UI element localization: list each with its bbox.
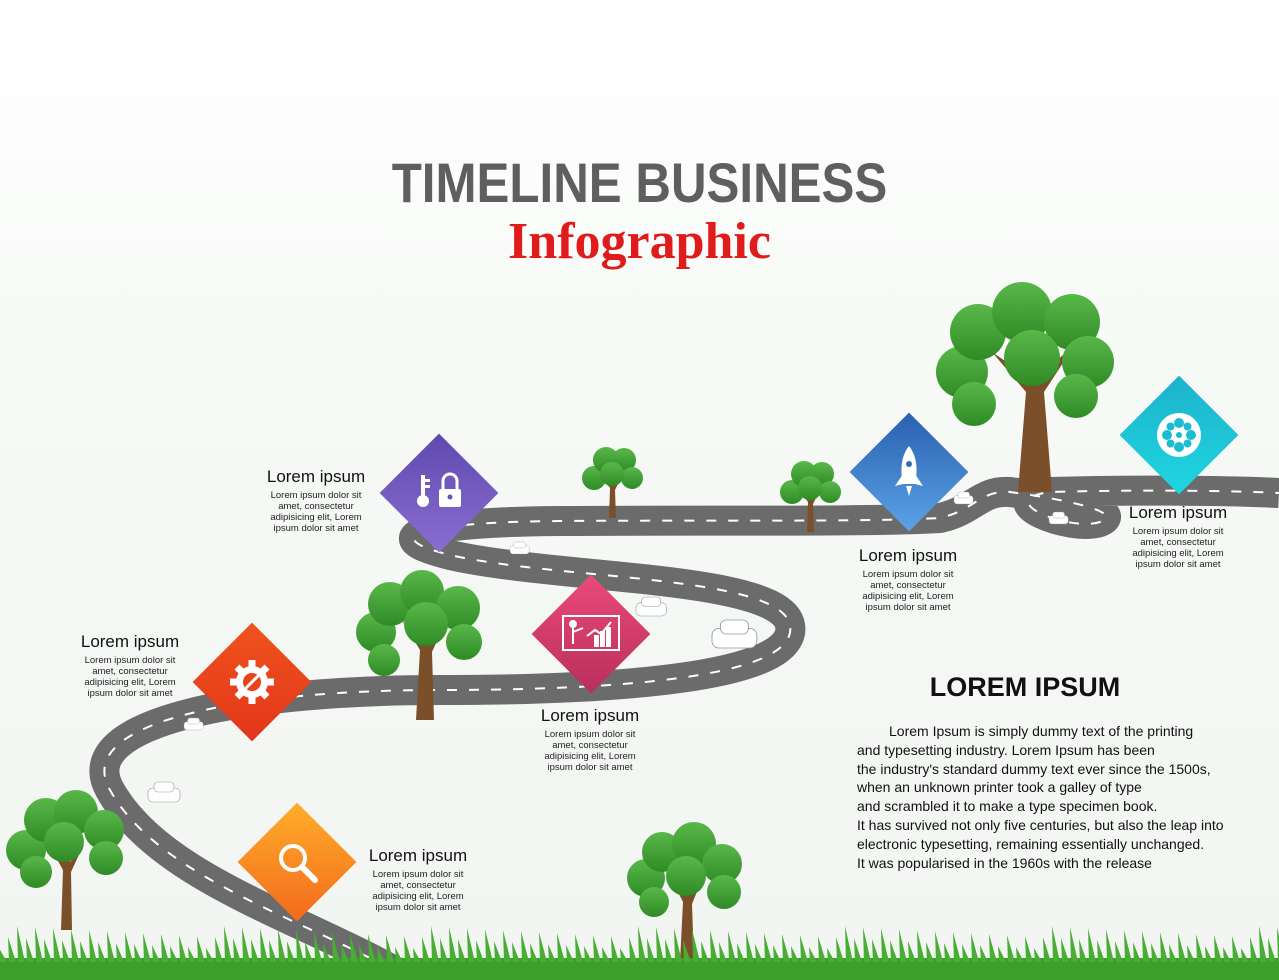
step-title: Lorem ipsum xyxy=(368,846,468,865)
car-icon xyxy=(635,596,667,617)
step-label-2: Lorem ipsum Lorem ipsum dolor sit amet, … xyxy=(35,632,225,699)
presentation-chart-icon xyxy=(562,615,620,651)
section-paragraph: Lorem Ipsum is simply dummy text of the … xyxy=(857,722,1257,872)
step-title: Lorem ipsum xyxy=(80,632,180,651)
tree-icon xyxy=(582,447,643,518)
step-description: Lorem ipsum dolor sit amet, consectetur … xyxy=(1132,526,1224,570)
page-title: TIMELINE BUSINESS xyxy=(391,151,888,214)
tree-icon xyxy=(627,822,742,962)
magnifier-icon xyxy=(279,844,318,883)
paragraph-line: It was popularised in the 1960s with the… xyxy=(857,854,1152,871)
paragraph-line: the industry's standard dummy text ever … xyxy=(857,760,1211,777)
paragraph-line: and typesetting industry. Lorem Ipsum ha… xyxy=(857,741,1155,758)
step-label-5: Lorem ipsum Lorem ipsum dolor sit amet, … xyxy=(813,546,1003,613)
tree-icon xyxy=(780,461,841,532)
key-lock-icon xyxy=(417,472,461,507)
paragraph-line: It has survived not only five centuries,… xyxy=(857,816,1224,833)
step-label-4: Lorem ipsum Lorem ipsum dolor sit amet, … xyxy=(221,467,411,534)
step-description: Lorem ipsum dolor sit amet, consectetur … xyxy=(862,569,954,613)
paragraph-line: when an unknown printer took a galley of… xyxy=(857,779,1142,796)
tree-icon xyxy=(936,282,1114,492)
step-title: Lorem ipsum xyxy=(858,546,958,565)
paragraph-line: Lorem Ipsum is simply dummy text of the … xyxy=(889,723,1194,739)
step-description: Lorem ipsum dolor sit amet, consectetur … xyxy=(84,655,176,699)
film-reel-icon xyxy=(1157,413,1201,457)
car-icon xyxy=(1048,511,1069,525)
rocket-icon xyxy=(895,446,923,496)
tree-icon xyxy=(356,570,482,720)
car-icon xyxy=(147,781,181,803)
paragraph-line: electronic typesetting, remaining essent… xyxy=(857,835,1205,852)
winding-road xyxy=(89,475,1279,980)
car-icon xyxy=(509,541,530,555)
page-subtitle: Infographic xyxy=(508,213,771,270)
step-label-3: Lorem ipsum Lorem ipsum dolor sit amet, … xyxy=(495,706,685,773)
paragraph-line: and scrambled it to make a type specimen… xyxy=(857,798,1158,815)
step-description: Lorem ipsum dolor sit amet, consectetur … xyxy=(544,729,636,773)
step-description: Lorem ipsum dolor sit amet, consectetur … xyxy=(372,869,464,913)
step-label-1: Lorem ipsum Lorem ipsum dolor sit amet, … xyxy=(323,846,513,913)
car-icon xyxy=(953,491,974,505)
step-title: Lorem ipsum xyxy=(540,706,640,725)
section-heading: LOREM IPSUM xyxy=(929,672,1121,702)
cars xyxy=(147,491,1069,803)
tree-icon xyxy=(6,790,124,930)
step-description: Lorem ipsum dolor sit amet, consectetur … xyxy=(270,490,362,534)
step-label-6: Lorem ipsum Lorem ipsum dolor sit amet, … xyxy=(1083,503,1273,570)
car-icon xyxy=(711,619,758,649)
trees xyxy=(6,282,1114,962)
road-center-line xyxy=(103,489,1279,980)
step-title: Lorem ipsum xyxy=(1128,503,1228,522)
gear-wrench-icon xyxy=(230,660,274,704)
grass xyxy=(0,926,1279,980)
car-icon xyxy=(183,717,204,731)
step-title: Lorem ipsum xyxy=(266,467,366,486)
